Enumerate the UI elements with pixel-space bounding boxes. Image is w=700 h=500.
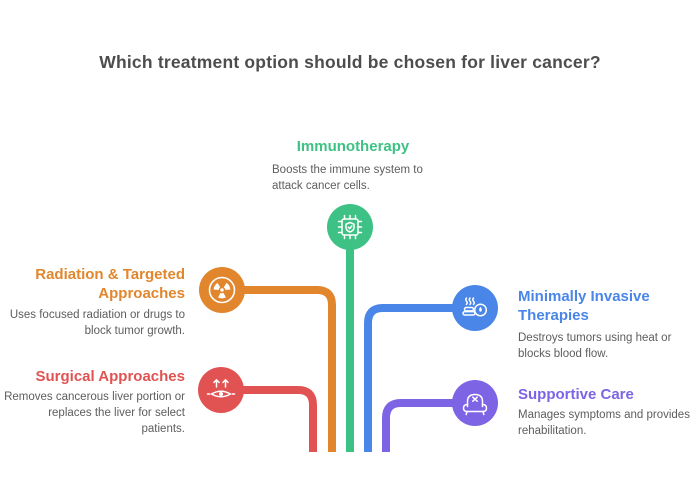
branch-label-surgical: Surgical Approaches (35, 368, 186, 385)
connector-minimally-invasive (364, 304, 475, 452)
armchair-icon (462, 393, 488, 416)
ai-chip-shield-icon (337, 214, 363, 240)
node-surgical[interactable] (198, 367, 244, 413)
branch-label-immunotherapy: Immunotherapy (296, 138, 410, 155)
node-immunotherapy[interactable] (327, 204, 373, 250)
heat-therapy-icon (462, 297, 488, 317)
branch-label-supportive-care: Supportive Care (518, 386, 634, 403)
branch-description-surgical: Removes cancerous liver portion or repla… (4, 391, 185, 435)
connector-radiation (222, 286, 336, 452)
eye-surgery-icon (206, 378, 236, 398)
node-minimally-invasive[interactable] (452, 285, 498, 331)
branch-description-radiation: Uses focused radiation or drugs to block… (9, 309, 185, 337)
connector-supportive-care (382, 399, 475, 452)
branch-description-immunotherapy: Boosts the immune system to attack cance… (272, 164, 423, 192)
branch-label-minimally-invasive: Minimally Invasive Therapies (518, 288, 650, 324)
connector-lines (221, 228, 475, 452)
node-supportive-care[interactable] (452, 380, 498, 426)
node-radiation[interactable] (199, 267, 245, 313)
connector-surgical (221, 386, 317, 452)
branch-label-radiation: Radiation & Targeted Approaches (35, 266, 185, 302)
branch-description-supportive-care: Manages symptoms and provides rehabilita… (518, 409, 690, 437)
page-title: Which treatment option should be chosen … (99, 52, 601, 72)
branch-description-minimally-invasive: Destroys tumors using heat or blocks blo… (518, 332, 672, 360)
radiation-icon (208, 276, 236, 304)
